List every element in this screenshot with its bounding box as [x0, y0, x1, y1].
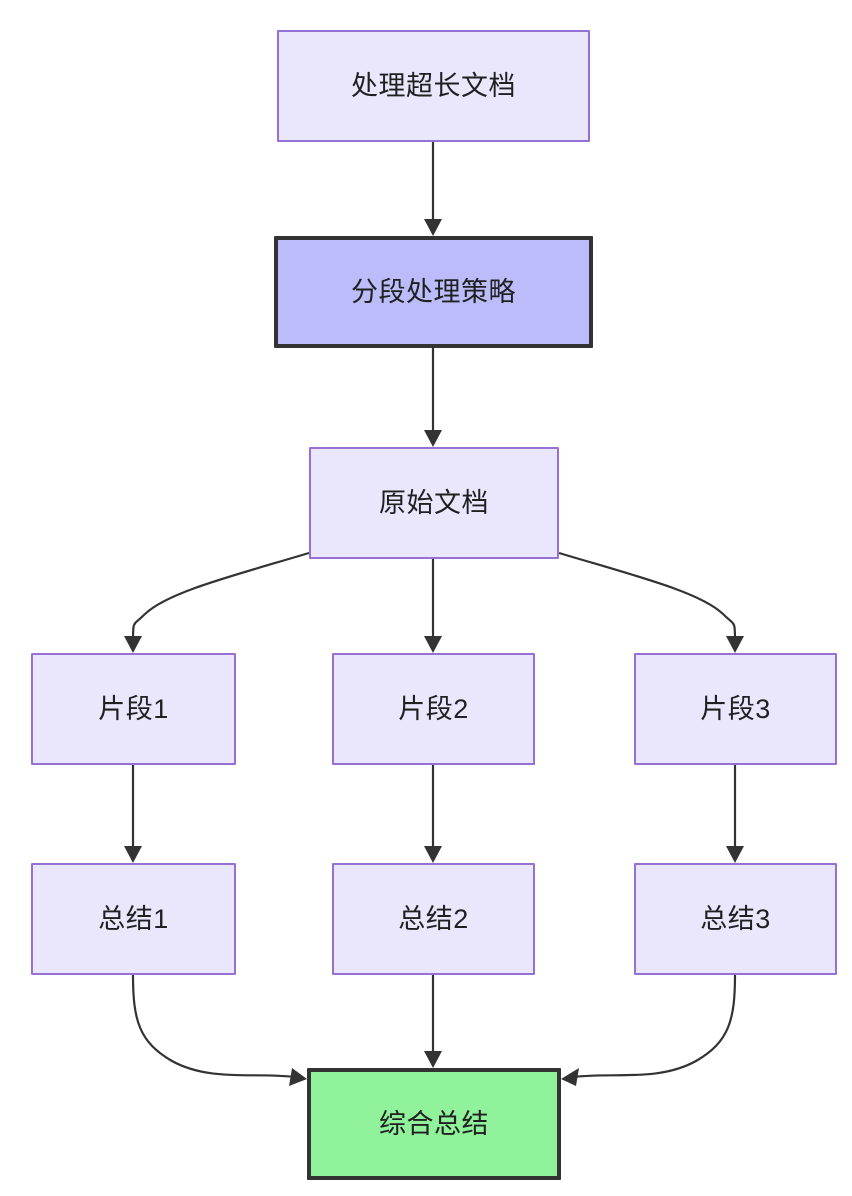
node-summary-2[interactable]: 总结2 — [332, 863, 535, 975]
node-process-long-document[interactable]: 处理超长文档 — [277, 30, 590, 142]
arrowhead-raw-to-frag3 — [726, 636, 744, 653]
arrowhead-sum1-to-final — [289, 1068, 307, 1086]
node-label: 总结2 — [398, 903, 469, 934]
arrowhead-raw-to-frag1 — [124, 636, 142, 653]
node-summary-3[interactable]: 总结3 — [634, 863, 837, 975]
edge-raw-to-frag3 — [558, 551, 737, 642]
edge-sum3-to-final — [572, 974, 737, 1079]
arrowhead-frag3-to-sum3 — [726, 846, 744, 863]
node-label: 总结3 — [700, 903, 771, 934]
node-label: 综合总结 — [379, 1108, 489, 1139]
node-original-document[interactable]: 原始文档 — [309, 447, 559, 559]
node-label: 原始文档 — [379, 487, 489, 518]
arrowhead-sum3-to-final — [561, 1068, 579, 1086]
arrowhead-frag2-to-sum2 — [424, 846, 442, 863]
node-label: 处理超长文档 — [351, 70, 516, 101]
arrowhead-raw-to-frag2 — [424, 636, 442, 653]
node-chunking-strategy[interactable]: 分段处理策略 — [274, 236, 593, 348]
arrowhead-doc-to-strategy — [424, 219, 442, 236]
node-fragment-1[interactable]: 片段1 — [31, 653, 236, 765]
node-label: 分段处理策略 — [351, 276, 516, 307]
arrowhead-strategy-to-raw — [424, 430, 442, 447]
node-label: 片段2 — [398, 693, 469, 724]
edge-raw-to-frag1 — [131, 551, 310, 642]
node-comprehensive-summary[interactable]: 综合总结 — [307, 1068, 561, 1180]
node-label: 总结1 — [98, 903, 169, 934]
edge-sum1-to-final — [131, 974, 296, 1079]
node-fragment-2[interactable]: 片段2 — [332, 653, 535, 765]
node-summary-1[interactable]: 总结1 — [31, 863, 236, 975]
arrowhead-frag1-to-sum1 — [124, 846, 142, 863]
node-label: 片段3 — [700, 693, 771, 724]
node-fragment-3[interactable]: 片段3 — [634, 653, 837, 765]
node-label: 片段1 — [98, 693, 169, 724]
arrowhead-sum2-to-final — [424, 1051, 442, 1068]
